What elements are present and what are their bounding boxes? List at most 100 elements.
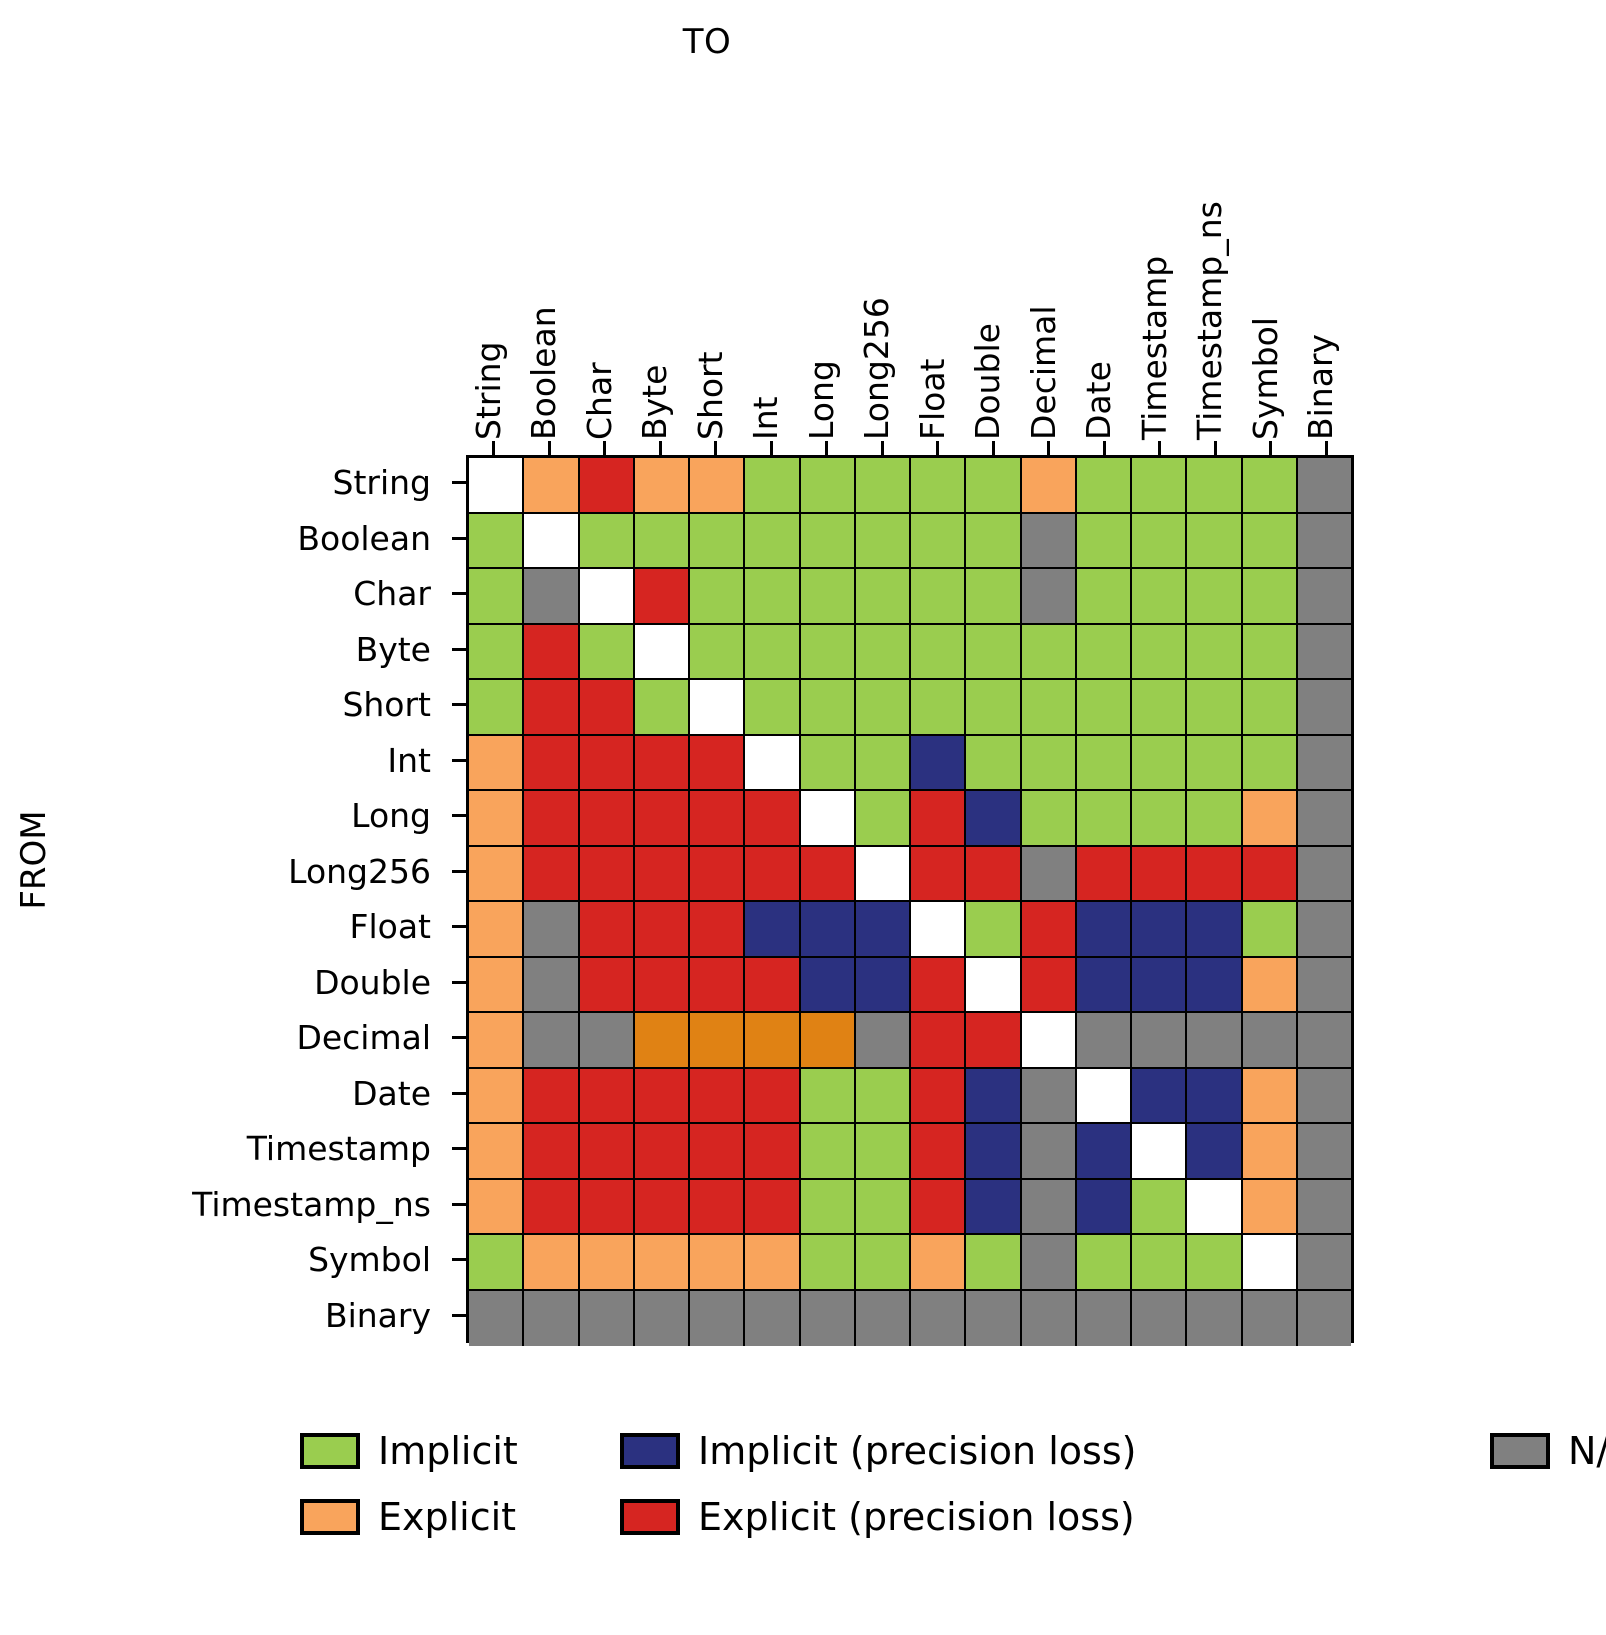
matrix-cell-long-to-byte[interactable] [634, 791, 690, 847]
matrix-cell-timestamp-to-long256[interactable] [855, 1124, 911, 1180]
matrix-cell-int-to-boolean[interactable] [524, 735, 580, 791]
matrix-cell-double-to-float[interactable] [911, 957, 967, 1013]
matrix-cell-date-to-binary[interactable] [1297, 1068, 1351, 1124]
matrix-cell-char-to-short[interactable] [690, 569, 746, 625]
matrix-cell-long256-to-int[interactable] [745, 846, 801, 902]
matrix-cell-string-to-float[interactable] [911, 458, 967, 514]
matrix-cell-symbol-to-timestamp[interactable] [1132, 1235, 1188, 1291]
matrix-cell-timestamp-to-date[interactable] [1076, 1124, 1132, 1180]
matrix-cell-long-to-long256[interactable] [855, 791, 911, 847]
matrix-cell-short-to-int[interactable] [745, 680, 801, 736]
matrix-cell-date-to-float[interactable] [911, 1068, 967, 1124]
matrix-cell-short-to-symbol[interactable] [1242, 680, 1298, 736]
matrix-cell-byte-to-date[interactable] [1076, 624, 1132, 680]
matrix-cell-float-to-date[interactable] [1076, 902, 1132, 958]
matrix-cell-long256-to-double[interactable] [966, 846, 1022, 902]
matrix-cell-int-to-long256[interactable] [855, 735, 911, 791]
matrix-cell-long256-to-symbol[interactable] [1242, 846, 1298, 902]
matrix-cell-char-to-double[interactable] [966, 569, 1022, 625]
matrix-cell-string-to-symbol[interactable] [1242, 458, 1298, 514]
matrix-cell-short-to-float[interactable] [911, 680, 967, 736]
matrix-cell-binary-to-long256[interactable] [855, 1290, 911, 1346]
matrix-cell-timestamp-to-boolean[interactable] [524, 1124, 580, 1180]
matrix-cell-char-to-symbol[interactable] [1242, 569, 1298, 625]
matrix-cell-int-to-symbol[interactable] [1242, 735, 1298, 791]
matrix-cell-symbol-to-long[interactable] [800, 1235, 856, 1291]
matrix-cell-short-to-boolean[interactable] [524, 680, 580, 736]
matrix-cell-string-to-long[interactable] [800, 458, 856, 514]
matrix-cell-double-to-int[interactable] [745, 957, 801, 1013]
matrix-cell-long256-to-binary[interactable] [1297, 846, 1351, 902]
matrix-cell-long-to-char[interactable] [579, 791, 635, 847]
matrix-cell-binary-to-double[interactable] [966, 1290, 1022, 1346]
matrix-cell-decimal-to-binary[interactable] [1297, 1013, 1351, 1069]
matrix-cell-char-to-date[interactable] [1076, 569, 1132, 625]
matrix-cell-int-to-double[interactable] [966, 735, 1022, 791]
matrix-cell-byte-to-timestamp[interactable] [1132, 624, 1188, 680]
matrix-cell-string-to-timestamp_ns[interactable] [1187, 458, 1243, 514]
matrix-cell-double-to-long[interactable] [800, 957, 856, 1013]
matrix-cell-int-to-date[interactable] [1076, 735, 1132, 791]
matrix-cell-binary-to-string[interactable] [469, 1290, 525, 1346]
matrix-cell-string-to-date[interactable] [1076, 458, 1132, 514]
matrix-cell-char-to-char[interactable] [579, 569, 635, 625]
matrix-cell-binary-to-float[interactable] [911, 1290, 967, 1346]
matrix-cell-double-to-binary[interactable] [1297, 957, 1351, 1013]
matrix-cell-long256-to-short[interactable] [690, 846, 746, 902]
matrix-cell-double-to-short[interactable] [690, 957, 746, 1013]
matrix-cell-timestamp_ns-to-binary[interactable] [1297, 1179, 1351, 1235]
matrix-cell-decimal-to-double[interactable] [966, 1013, 1022, 1069]
matrix-cell-timestamp-to-string[interactable] [469, 1124, 525, 1180]
matrix-cell-long256-to-byte[interactable] [634, 846, 690, 902]
matrix-cell-date-to-symbol[interactable] [1242, 1068, 1298, 1124]
matrix-cell-timestamp_ns-to-decimal[interactable] [1021, 1179, 1077, 1235]
matrix-cell-timestamp-to-timestamp_ns[interactable] [1187, 1124, 1243, 1180]
matrix-cell-byte-to-long[interactable] [800, 624, 856, 680]
matrix-cell-timestamp-to-long[interactable] [800, 1124, 856, 1180]
matrix-cell-boolean-to-date[interactable] [1076, 513, 1132, 569]
matrix-cell-char-to-timestamp[interactable] [1132, 569, 1188, 625]
matrix-cell-string-to-byte[interactable] [634, 458, 690, 514]
matrix-cell-timestamp_ns-to-long[interactable] [800, 1179, 856, 1235]
matrix-cell-long-to-long[interactable] [800, 791, 856, 847]
matrix-cell-long256-to-long256[interactable] [855, 846, 911, 902]
matrix-cell-long256-to-char[interactable] [579, 846, 635, 902]
matrix-cell-decimal-to-timestamp[interactable] [1132, 1013, 1188, 1069]
matrix-cell-date-to-date[interactable] [1076, 1068, 1132, 1124]
matrix-cell-string-to-timestamp[interactable] [1132, 458, 1188, 514]
matrix-cell-byte-to-timestamp_ns[interactable] [1187, 624, 1243, 680]
matrix-cell-boolean-to-string[interactable] [469, 513, 525, 569]
matrix-cell-timestamp_ns-to-boolean[interactable] [524, 1179, 580, 1235]
matrix-cell-long256-to-boolean[interactable] [524, 846, 580, 902]
matrix-cell-short-to-char[interactable] [579, 680, 635, 736]
matrix-cell-float-to-long[interactable] [800, 902, 856, 958]
matrix-cell-short-to-date[interactable] [1076, 680, 1132, 736]
matrix-cell-symbol-to-date[interactable] [1076, 1235, 1132, 1291]
matrix-cell-string-to-boolean[interactable] [524, 458, 580, 514]
matrix-cell-boolean-to-timestamp_ns[interactable] [1187, 513, 1243, 569]
matrix-cell-char-to-byte[interactable] [634, 569, 690, 625]
matrix-cell-double-to-char[interactable] [579, 957, 635, 1013]
matrix-cell-decimal-to-boolean[interactable] [524, 1013, 580, 1069]
matrix-cell-float-to-long256[interactable] [855, 902, 911, 958]
matrix-cell-short-to-decimal[interactable] [1021, 680, 1077, 736]
matrix-cell-double-to-symbol[interactable] [1242, 957, 1298, 1013]
matrix-cell-boolean-to-binary[interactable] [1297, 513, 1351, 569]
matrix-cell-string-to-int[interactable] [745, 458, 801, 514]
matrix-cell-string-to-string[interactable] [469, 458, 525, 514]
matrix-cell-char-to-timestamp_ns[interactable] [1187, 569, 1243, 625]
matrix-cell-int-to-char[interactable] [579, 735, 635, 791]
matrix-cell-date-to-double[interactable] [966, 1068, 1022, 1124]
matrix-cell-symbol-to-string[interactable] [469, 1235, 525, 1291]
matrix-cell-byte-to-binary[interactable] [1297, 624, 1351, 680]
matrix-cell-decimal-to-long256[interactable] [855, 1013, 911, 1069]
matrix-cell-decimal-to-symbol[interactable] [1242, 1013, 1298, 1069]
matrix-cell-short-to-short[interactable] [690, 680, 746, 736]
matrix-cell-timestamp_ns-to-timestamp[interactable] [1132, 1179, 1188, 1235]
matrix-cell-timestamp-to-binary[interactable] [1297, 1124, 1351, 1180]
matrix-cell-binary-to-decimal[interactable] [1021, 1290, 1077, 1346]
matrix-cell-symbol-to-decimal[interactable] [1021, 1235, 1077, 1291]
matrix-cell-symbol-to-double[interactable] [966, 1235, 1022, 1291]
matrix-cell-binary-to-short[interactable] [690, 1290, 746, 1346]
matrix-cell-long-to-timestamp_ns[interactable] [1187, 791, 1243, 847]
